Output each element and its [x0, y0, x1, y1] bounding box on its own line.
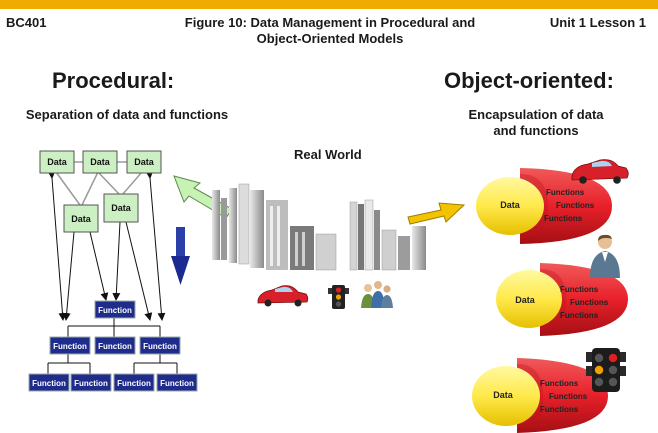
- svg-text:Function: Function: [53, 342, 87, 351]
- svg-text:Function: Function: [98, 306, 132, 315]
- function-tree-lines: [47, 318, 178, 374]
- people-icon: [361, 281, 393, 308]
- oo-title: Object-oriented:: [444, 68, 614, 93]
- svg-text:Data: Data: [90, 157, 111, 167]
- capsule-functions-label: Functions: [570, 298, 609, 307]
- data-box: Data: [126, 150, 162, 174]
- yellow-arrow-icon: [407, 202, 466, 225]
- svg-text:Function: Function: [143, 342, 177, 351]
- svg-text:Function: Function: [98, 342, 132, 351]
- capsule-functions-label: Functions: [544, 214, 583, 223]
- capsule-functions-label: Functions: [560, 311, 599, 320]
- capsule-functions-label: Functions: [546, 188, 585, 197]
- procedural-subtitle: Separation of data and functions: [25, 107, 229, 122]
- capsule-functions-label: Functions: [556, 201, 595, 210]
- function-box: Function: [94, 336, 136, 355]
- capsule-data-label: Data: [493, 390, 514, 400]
- car-icon: [571, 159, 629, 184]
- capsule-functions-label: Functions: [560, 285, 599, 294]
- function-box: Function: [28, 373, 70, 392]
- svg-text:Data: Data: [71, 214, 92, 224]
- capsule-traffic-light: Data Functions Functions Functions: [472, 358, 608, 433]
- capsule-functions-label: Functions: [540, 405, 579, 414]
- svg-text:Function: Function: [160, 379, 194, 388]
- oo-subtitle-line2: and functions: [493, 123, 579, 138]
- figure-title-line1: Figure 10: Data Management in Procedural…: [184, 15, 476, 30]
- data-box: Data: [63, 204, 99, 233]
- capsule-functions-label: Functions: [549, 392, 588, 401]
- svg-text:Function: Function: [117, 379, 151, 388]
- procedural-title: Procedural:: [52, 68, 175, 93]
- real-world-label: Real World: [294, 147, 362, 162]
- city-buildings-icon: [212, 183, 426, 271]
- accent-bar: [0, 0, 658, 9]
- function-box: Function: [70, 373, 112, 392]
- oo-subtitle-line1: Encapsulation of data: [468, 107, 604, 122]
- data-box: Data: [103, 193, 139, 223]
- function-box: Function: [113, 373, 155, 392]
- function-box: Function: [49, 336, 91, 355]
- capsule-data-label: Data: [500, 200, 521, 210]
- car-icon: [257, 285, 309, 307]
- capsule-functions-label: Functions: [540, 379, 579, 388]
- course-code: BC401: [6, 15, 47, 30]
- traffic-light-icon: [586, 348, 626, 392]
- person-icon: [590, 234, 620, 278]
- data-function-arrows: [47, 170, 166, 321]
- data-box: Data: [82, 150, 118, 174]
- capsule-data-label: Data: [515, 295, 536, 305]
- oo-subtitle: Encapsulation of data and functions: [450, 107, 622, 139]
- data-box: Data: [39, 150, 75, 174]
- function-box: Function: [139, 336, 181, 355]
- unit-label: Unit 1 Lesson 1: [549, 15, 646, 30]
- figure-title-line2: Object-Oriented Models: [256, 31, 404, 46]
- svg-text:Data: Data: [47, 157, 68, 167]
- down-arrow-icon: [171, 227, 190, 285]
- figure-title: Figure 10: Data Management in Procedural…: [180, 15, 480, 47]
- capsule-person: Data Functions Functions Functions: [496, 263, 628, 336]
- svg-text:Data: Data: [134, 157, 155, 167]
- function-box: Function: [94, 300, 136, 319]
- capsule-car: Data Functions Functions Functions: [476, 168, 612, 244]
- function-box: Function: [156, 373, 198, 392]
- svg-text:Data: Data: [111, 203, 132, 213]
- svg-text:Function: Function: [74, 379, 108, 388]
- traffic-light-icon: [328, 285, 349, 309]
- svg-text:Function: Function: [32, 379, 66, 388]
